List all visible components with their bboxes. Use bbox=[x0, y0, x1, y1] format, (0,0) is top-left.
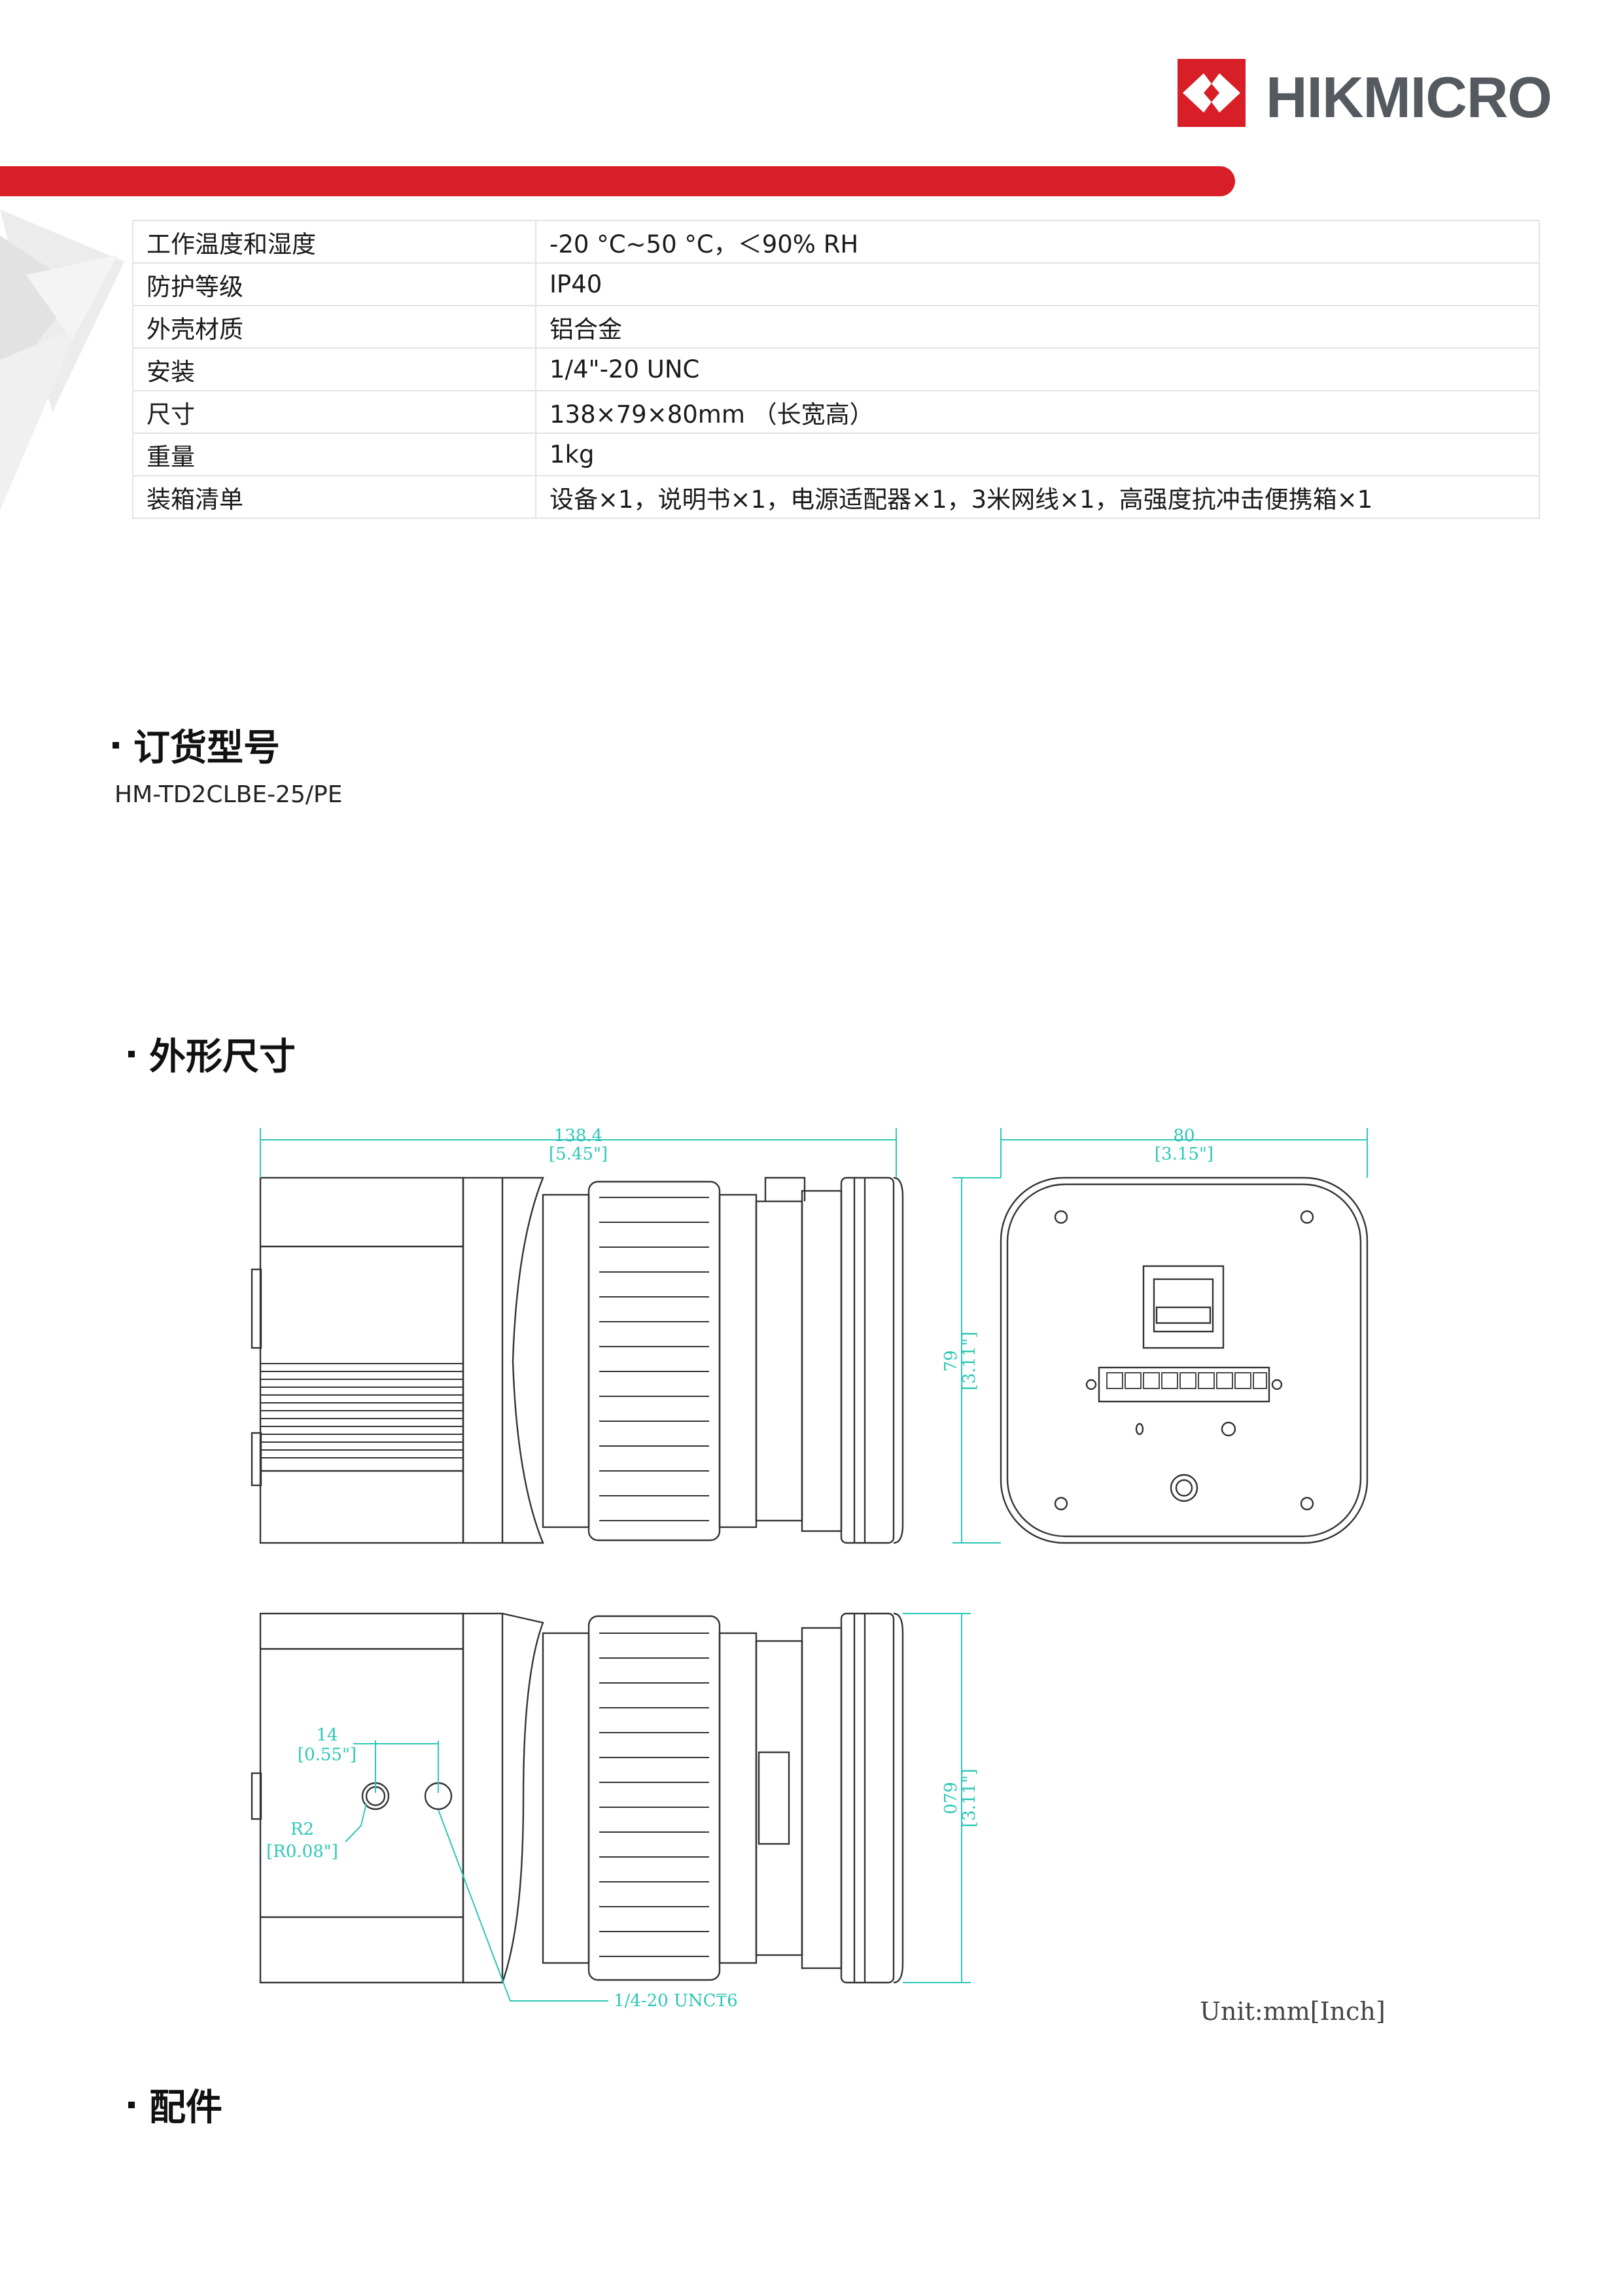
spec-row: 装箱清单设备×1，说明书×1，电源适配器×1，3米网线×1，高强度抗冲击便携箱×… bbox=[132, 475, 1540, 519]
spec-value: -20 °C~50 °C，＜90% RH bbox=[535, 220, 1540, 264]
spec-label: 安装 bbox=[132, 347, 536, 391]
spec-value: 1kg bbox=[535, 433, 1540, 476]
hole-spacing-label: 14 bbox=[316, 1725, 338, 1745]
spec-value: 设备×1，说明书×1，电源适配器×1，3米网线×1，高强度抗冲击便携箱×1 bbox=[535, 475, 1540, 519]
unit-label: Unit:mm[Inch] bbox=[1200, 1997, 1386, 2026]
spec-label: 工作温度和湿度 bbox=[132, 220, 536, 264]
header-red-bar bbox=[0, 166, 1235, 196]
decorative-triangles bbox=[0, 209, 124, 510]
spec-value: 138×79×80mm （长宽高） bbox=[535, 390, 1540, 434]
spec-value: IP40 bbox=[535, 262, 1540, 306]
length-dimension bbox=[260, 1128, 897, 1178]
bullet-icon bbox=[113, 741, 119, 749]
spec-label: 尺寸 bbox=[132, 390, 536, 434]
bullet-icon bbox=[128, 1050, 135, 1057]
hikmicro-logo-icon bbox=[1178, 59, 1246, 127]
width-inch-label: [3.15"] bbox=[1155, 1144, 1213, 1164]
bottom-dimensions bbox=[345, 1613, 971, 2002]
bullet-icon bbox=[128, 2101, 135, 2108]
hole-spacing-inch-label: [0.55"] bbox=[298, 1745, 357, 1765]
spec-value: 1/4"-20 UNC bbox=[535, 347, 1540, 391]
spec-label: 外壳材质 bbox=[132, 305, 536, 349]
accessories-title: 配件 bbox=[149, 2087, 222, 2129]
ordering-title: 订货型号 bbox=[133, 727, 280, 769]
radius-label: R2 bbox=[290, 1820, 314, 1839]
radius-inch-label: [R0.08"] bbox=[266, 1842, 338, 1862]
height-inch-label: [3.11"] bbox=[960, 1332, 979, 1390]
width-label: 80 bbox=[1173, 1126, 1195, 1146]
length-label: 138.4 bbox=[554, 1126, 602, 1146]
brand-name: HIKMICRO bbox=[1266, 65, 1552, 130]
spec-label: 装箱清单 bbox=[132, 475, 536, 519]
spec-row: 工作温度和湿度-20 °C~50 °C，＜90% RH bbox=[132, 220, 1540, 264]
thread-label: 1/4-20 UNC₸6 bbox=[614, 1991, 738, 2011]
spec-label: 防护等级 bbox=[132, 262, 536, 306]
height-label: 79 bbox=[941, 1350, 961, 1371]
side-view-top bbox=[251, 1176, 904, 1544]
section-title-ordering: 订货型号 bbox=[113, 718, 280, 771]
dimensions-title: 外形尺寸 bbox=[149, 1036, 296, 1078]
spec-label: 重量 bbox=[132, 433, 536, 476]
height2-label: 079 bbox=[941, 1782, 961, 1814]
section-title-accessories: 配件 bbox=[128, 2078, 222, 2131]
spec-row: 外壳材质铝合金 bbox=[132, 305, 1540, 349]
brand-logo: HIKMICRO bbox=[1178, 59, 1552, 131]
side-view-bottom bbox=[251, 1612, 904, 1984]
front-view bbox=[1000, 1176, 1369, 1544]
spec-value: 铝合金 bbox=[535, 305, 1540, 349]
width-dimension bbox=[952, 1128, 1368, 1544]
section-title-dimensions: 外形尺寸 bbox=[128, 1027, 296, 1080]
model-number: HM-TD2CLBE-25/PE bbox=[114, 781, 343, 808]
height2-inch-label: [3.11"] bbox=[960, 1769, 979, 1828]
length-inch-label: [5.45"] bbox=[549, 1144, 608, 1164]
